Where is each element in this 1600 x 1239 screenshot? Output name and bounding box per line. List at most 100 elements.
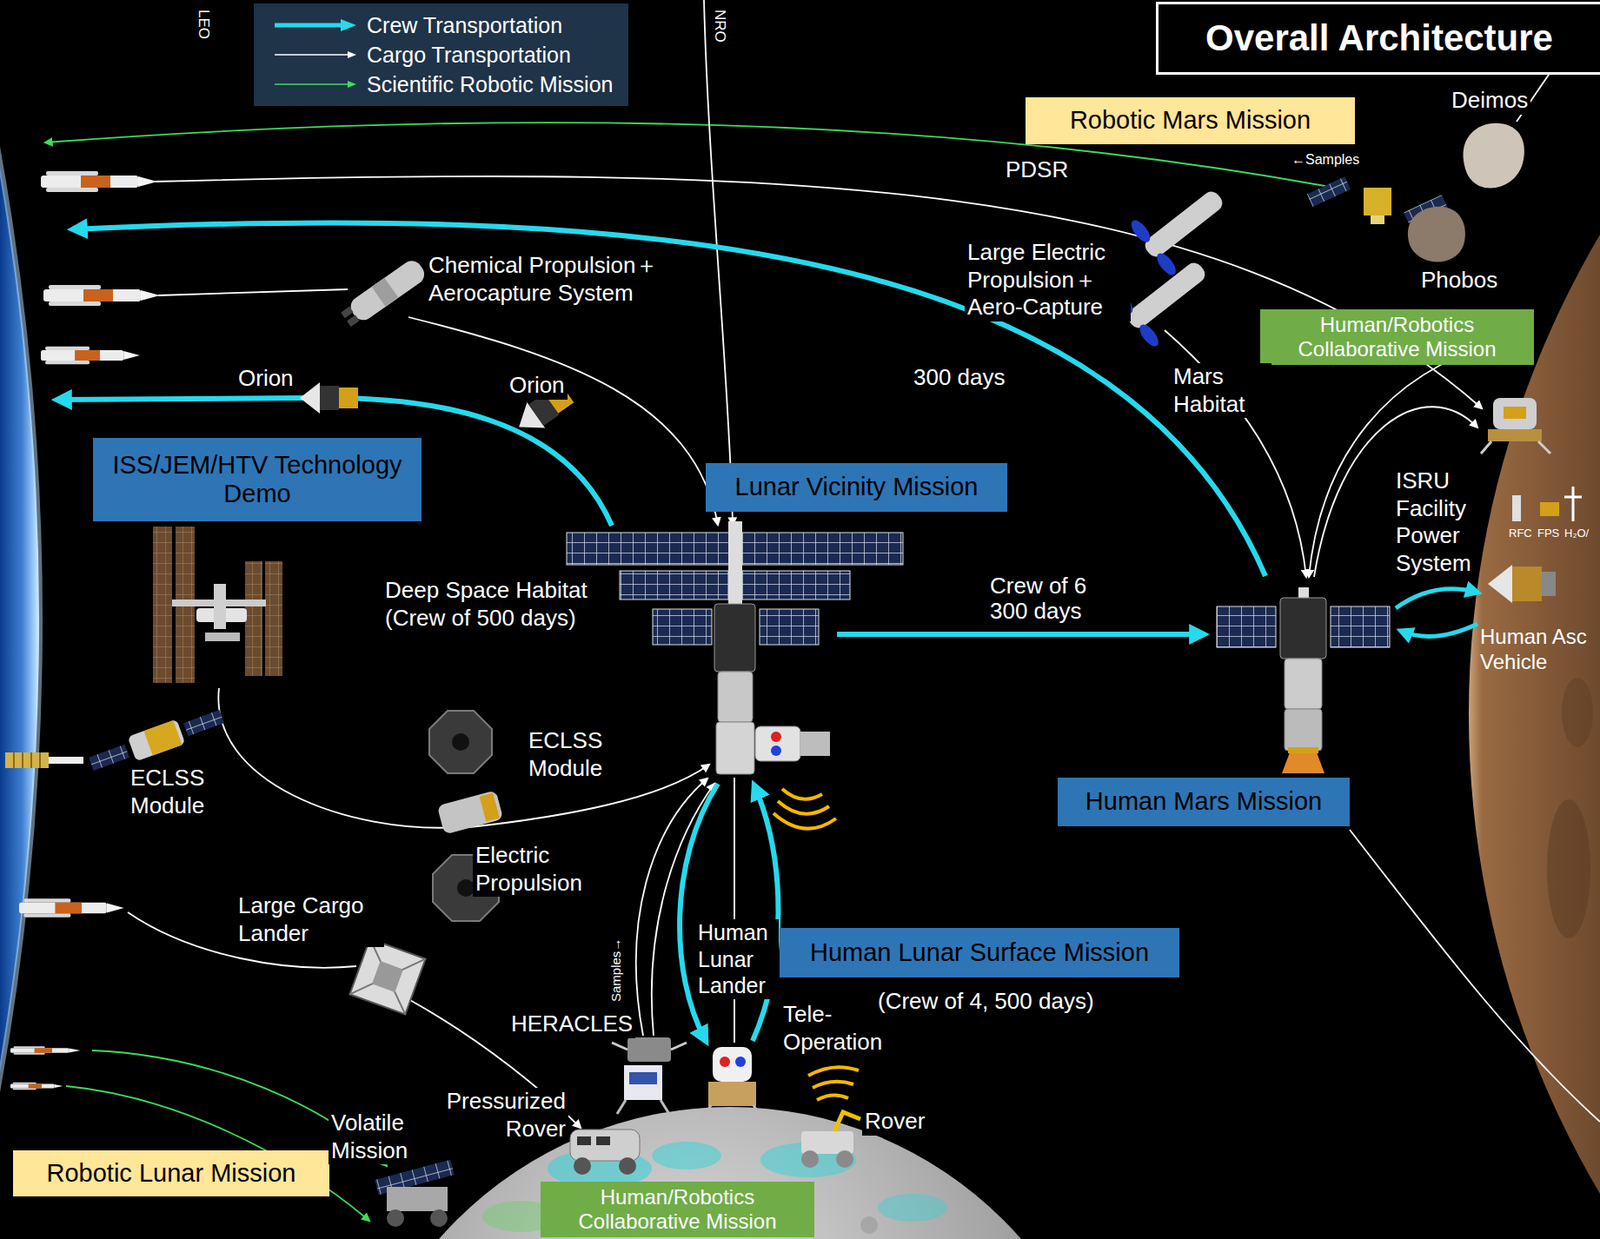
volatile-rover bbox=[386, 1209, 405, 1228]
mission-box: Human Lunar Surface Mission bbox=[779, 928, 1180, 978]
electric-propulsion-tug bbox=[479, 792, 500, 822]
rocket bbox=[19, 898, 125, 918]
annotation-label: Deep Space Habitat (Crew of 500 days) bbox=[382, 577, 618, 632]
chemical-propulsion-craft bbox=[346, 315, 359, 327]
htv-craft bbox=[48, 756, 84, 764]
electric-propulsion-craft bbox=[1128, 217, 1155, 246]
rocket bbox=[43, 285, 160, 306]
mars bbox=[1561, 677, 1594, 748]
heracles-lander bbox=[611, 1037, 687, 1115]
annotation-label: H₂O/ bbox=[1561, 526, 1592, 541]
deep-space-habitat bbox=[770, 745, 782, 757]
legend-box: Crew TransportationCargo TransportationS… bbox=[253, 3, 629, 107]
deep-space-habitat bbox=[738, 532, 903, 565]
legend-sample bbox=[272, 76, 357, 93]
legend-row: Crew Transportation bbox=[272, 10, 613, 40]
annotation-label: Samples→ bbox=[608, 936, 625, 1005]
annotation-label: Mars Habitat bbox=[1170, 363, 1272, 419]
heracles-lander bbox=[627, 1037, 671, 1063]
moon bbox=[651, 1141, 722, 1170]
eclss-module-craft bbox=[143, 720, 182, 757]
mars-habitat bbox=[1280, 597, 1327, 659]
robotic-trajectory bbox=[45, 122, 1330, 1222]
large-cargo-lander bbox=[371, 961, 404, 993]
deep-space-habitat bbox=[728, 521, 743, 605]
rocket bbox=[10, 1082, 63, 1090]
human-lunar-lander bbox=[712, 1047, 752, 1083]
pdsr-satellite bbox=[1370, 215, 1385, 225]
rocket bbox=[40, 346, 140, 365]
annotation-label: ISRU Facility Power System bbox=[1393, 467, 1529, 578]
crew-trajectory bbox=[1400, 624, 1478, 637]
mars-lander bbox=[1480, 441, 1551, 454]
annotation-label: Chemical Propulsion＋ Aerocapture System bbox=[425, 252, 710, 307]
isru-facility bbox=[1512, 495, 1521, 522]
phobos bbox=[1407, 206, 1466, 263]
deep-space-habitat bbox=[717, 671, 753, 723]
annotation-label: Orion bbox=[235, 365, 297, 393]
electric-propulsion-tug bbox=[451, 733, 470, 751]
rocket bbox=[10, 1046, 80, 1056]
heracles-lander bbox=[629, 1072, 658, 1085]
mission-box: Lunar Vicinity Mission bbox=[705, 463, 1008, 512]
annotation-label: NRO bbox=[710, 6, 729, 46]
iss bbox=[245, 561, 263, 677]
large-cargo-lander bbox=[349, 938, 425, 1015]
annotation-label: Tele-Operation bbox=[780, 1001, 882, 1056]
eclss-module-craft bbox=[183, 710, 225, 737]
orion-capsule bbox=[299, 382, 320, 414]
electric-propulsion-craft bbox=[1124, 259, 1209, 332]
cargo-trajectory bbox=[408, 317, 718, 525]
rover bbox=[834, 1112, 861, 1132]
mission-box: Human/Robotics Collaborative Mission bbox=[540, 1181, 815, 1238]
electric-propulsion-tug bbox=[457, 879, 475, 897]
annotation-label: RFC bbox=[1506, 526, 1535, 541]
moon bbox=[877, 1194, 948, 1222]
deep-space-habitat bbox=[714, 604, 756, 672]
phobos bbox=[1407, 206, 1466, 263]
signal-arcs bbox=[782, 789, 823, 800]
legend-sample bbox=[272, 17, 357, 34]
annotation-label: Electric Propulsion bbox=[472, 842, 600, 897]
signal-arcs bbox=[808, 1067, 859, 1076]
title-box: Overall Architecture bbox=[1155, 1, 1600, 75]
iss bbox=[152, 526, 173, 684]
cargo-trajectory bbox=[733, 777, 736, 1043]
mars-lander bbox=[1487, 429, 1542, 442]
mission-box: Robotic Mars Mission bbox=[1025, 97, 1355, 145]
chemical-propulsion-craft bbox=[371, 278, 399, 307]
legend-arrowhead bbox=[340, 19, 357, 32]
human-lunar-lander bbox=[700, 1105, 764, 1123]
mars-habitat bbox=[1216, 587, 1390, 774]
deimos bbox=[1462, 123, 1524, 189]
deep-space-habitat bbox=[619, 570, 729, 600]
legend-text: Crew Transportation bbox=[366, 13, 563, 39]
cargo-trajectory bbox=[1349, 829, 1600, 1122]
rocket bbox=[10, 171, 160, 1090]
legend-text: Cargo Transportation bbox=[366, 42, 571, 68]
human-lunar-lander bbox=[719, 1056, 731, 1068]
iss bbox=[152, 526, 283, 684]
electric-propulsion-craft bbox=[1135, 321, 1162, 350]
box-text: Robotic Mars Mission bbox=[1034, 106, 1347, 135]
pdsr-satellite bbox=[1307, 176, 1351, 207]
mars bbox=[1546, 799, 1591, 939]
volatile-rover bbox=[386, 1187, 448, 1212]
signal-arcs bbox=[812, 1082, 854, 1089]
volatile-rover bbox=[430, 1209, 448, 1228]
mars-habitat bbox=[1287, 747, 1319, 754]
isru-facility bbox=[1540, 502, 1560, 517]
mars-habitat bbox=[1284, 658, 1322, 710]
box-text: Robotic Lunar Mission bbox=[21, 1159, 321, 1189]
legend-row: Scientific Robotic Mission bbox=[272, 69, 613, 100]
legend-arrowhead bbox=[347, 51, 357, 59]
iss bbox=[205, 632, 240, 642]
isru-facility bbox=[1512, 486, 1582, 522]
deep-space-habitat bbox=[759, 609, 819, 645]
annotation-label: Crew of 6 300 days bbox=[987, 573, 1106, 625]
electric-propulsion-craft bbox=[1127, 169, 1241, 279]
mission-box: Human Mars Mission bbox=[1057, 777, 1350, 827]
crew-trajectory bbox=[836, 631, 1204, 638]
pressurized-rover bbox=[570, 1129, 640, 1176]
